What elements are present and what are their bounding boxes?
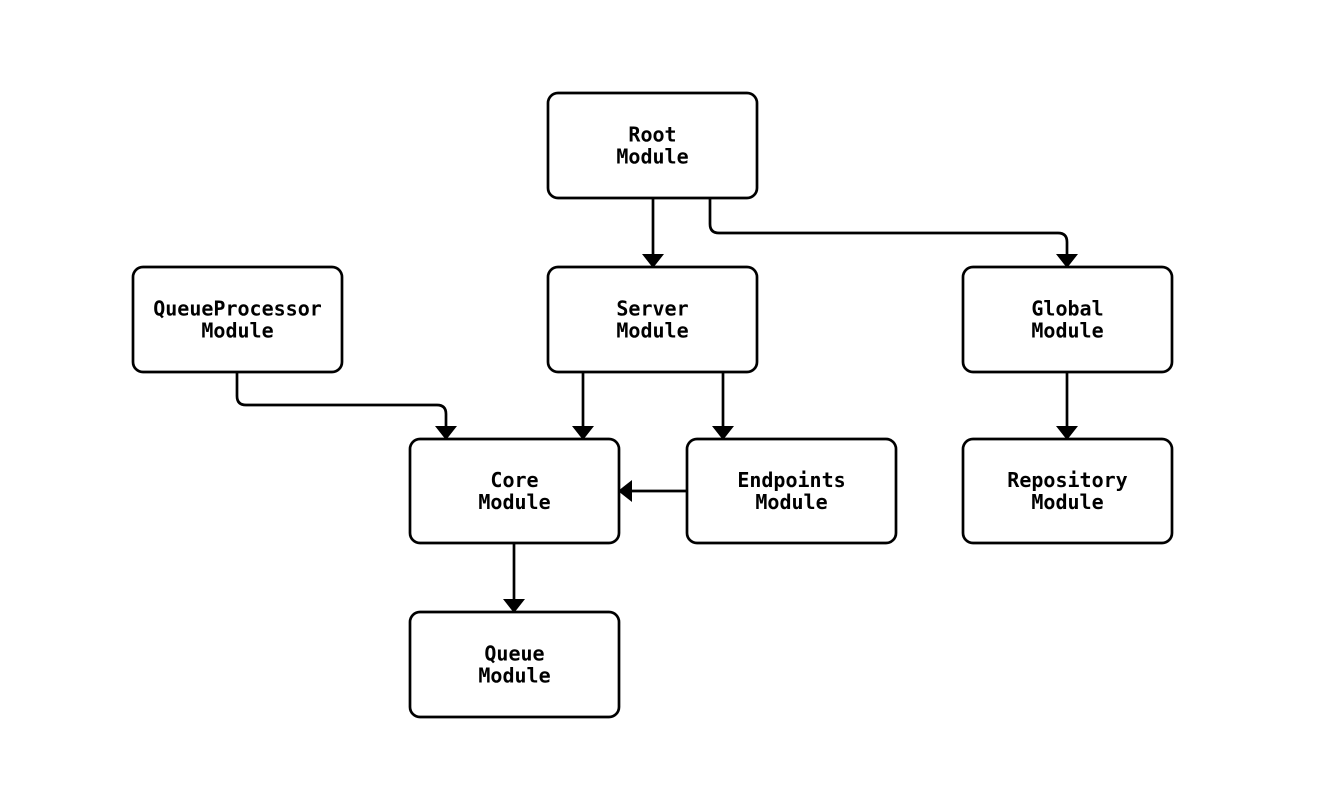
node-global-label-line-2: Module (1031, 319, 1103, 343)
node-root-label-line-2: Module (616, 145, 688, 169)
edges-layer (235, 198, 1078, 613)
edge-queueprocessor-to-core (235, 372, 457, 440)
node-server-box (546, 265, 759, 374)
edge-root-to-global (708, 198, 1078, 268)
node-queueprocessor-label-line-2: Module (201, 319, 273, 343)
node-endpoints-box (685, 437, 898, 545)
node-root-label-line-1: Root (628, 123, 676, 147)
node-endpoints-label-line-1: Endpoints (737, 468, 845, 492)
node-root-box (546, 91, 759, 200)
node-repository-label-line-1: Repository (1007, 468, 1127, 492)
node-global-box (961, 265, 1174, 374)
node-global-label-line-1: Global (1031, 297, 1103, 321)
node-core-label-line-2: Module (478, 490, 550, 514)
node-server-label-line-2: Module (616, 319, 688, 343)
node-queueprocessor-box (131, 265, 344, 374)
node-endpoints-label-line-2: Module (755, 490, 827, 514)
node-core-box (408, 437, 621, 545)
node-queue-label-line-2: Module (478, 664, 550, 688)
node-repository-label-line-2: Module (1031, 490, 1103, 514)
node-queueprocessor-label-line-1: QueueProcessor (153, 297, 322, 321)
node-repository-box (961, 437, 1174, 545)
node-core-label-line-1: Core (490, 468, 538, 492)
node-queue-label-line-1: Queue (484, 642, 544, 666)
node-queue-box (408, 610, 621, 719)
node-server-label-line-1: Server (616, 297, 688, 321)
